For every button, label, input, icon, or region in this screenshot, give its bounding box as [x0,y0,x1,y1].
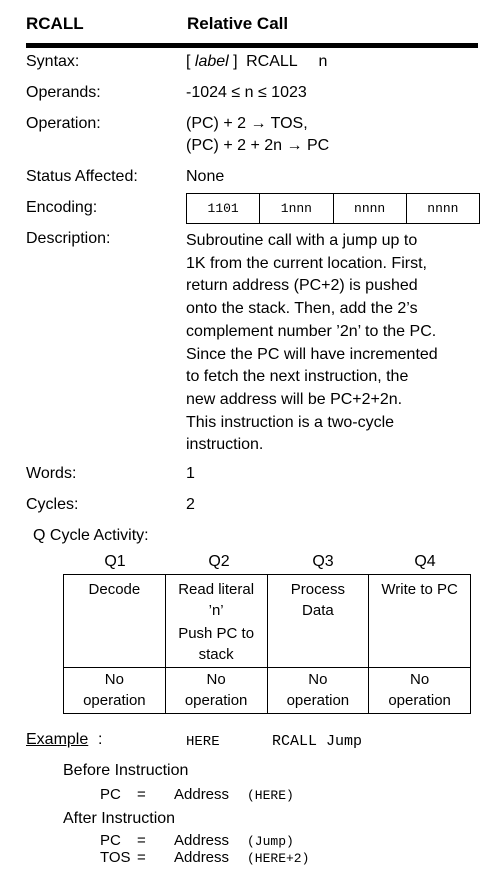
description-text: Subroutine call with a jump up to 1K fro… [186,230,480,457]
description-line: new address will be PC+2+2n. [186,390,403,408]
description-label: Description: [26,230,111,247]
description-line: complement number ’2n’ to the PC. [186,322,437,340]
operation-line-1: (PC) + 2 → TOS, [186,115,308,132]
q-cycle-title: Q Cycle Activity: [33,527,149,544]
encoding-cell: nnnn [332,193,407,224]
status-value: None [186,168,225,185]
operands-value: -1024 ≤ n ≤ 1023 [186,84,307,101]
q4-cell: Write to PC [368,574,471,668]
instruction-title: Relative Call [187,14,289,33]
cycles-label: Cycles: [26,496,79,513]
example-here-label: HERE [186,734,220,750]
equals-sign: = [137,832,146,849]
after-instruction-title: After Instruction [63,810,176,827]
description-line: return address (PC+2) is pushed [186,277,418,295]
register-name: PC [100,786,121,803]
description-line: instruction. [186,436,264,454]
operation-label: Operation: [26,115,101,132]
syntax-close-bracket: ] [233,53,238,70]
encoding-cell: 1101 [185,193,261,224]
syntax-value: [ label ] RCALL n [186,53,327,71]
equals-sign: = [137,786,146,803]
q2-cell: Read literal ’n’ Push PC to stack [164,574,268,668]
register-name: PC [100,832,121,849]
register-value-arg: (Jump) [247,834,294,849]
description-line: to fetch the next instruction, the [186,368,409,386]
q-header: Q3 [312,553,334,570]
description-line: Subroutine call with a jump up to [186,232,418,249]
register-value-word: Address [174,786,230,803]
q-header: Q2 [208,553,230,570]
instruction-mnemonic: RCALL [26,14,84,33]
description-line: This instruction is a two-cycle [186,413,395,431]
operands-label: Operands: [26,84,101,101]
q1-cell: Decode [63,574,166,668]
encoding-cell: 1nnn [259,193,334,224]
words-label: Words: [26,465,77,482]
table-row: Decode Read literal ’n’ Push PC to stack… [63,574,471,668]
encoding-table: 1101 1nnn nnnn nnnn [185,193,481,224]
description-line: Since the PC will have incremented [186,345,438,363]
register-value-word: Address [174,849,230,866]
syntax-mnemonic: RCALL [246,53,298,70]
operation-line-2: (PC) + 2 + 2n → PC [186,137,330,154]
register-name: TOS [100,849,131,866]
example-colon: : [98,731,103,748]
description-line: 1K from the current location. First, [186,254,427,272]
q-header: Q1 [104,553,126,570]
syntax-label-word: label [194,53,229,70]
equals-sign: = [137,849,146,866]
example-label: Example [26,731,89,748]
register-value-word: Address [174,832,230,849]
header-rule [26,43,478,48]
encoding-cell: nnnn [405,193,481,224]
example-code: RCALL Jump [272,733,363,750]
q3-cell: Process Data [266,574,370,668]
register-value-arg: (HERE+2) [247,851,310,866]
before-instruction-title: Before Instruction [63,762,189,779]
encoding-label: Encoding: [26,199,98,216]
description-line: onto the stack. Then, add the 2’s [186,300,418,318]
syntax-label: Syntax: [26,53,80,70]
syntax-operand: n [318,53,328,70]
words-value: 1 [186,465,195,482]
cycles-value: 2 [186,496,195,513]
syntax-open-bracket: [ [186,53,191,70]
register-value-arg: (HERE) [247,788,294,803]
status-label: Status Affected: [26,168,138,185]
q-header: Q4 [414,553,436,570]
q-cycle-table: Decode Read literal ’n’ Push PC to stack… [63,574,471,714]
